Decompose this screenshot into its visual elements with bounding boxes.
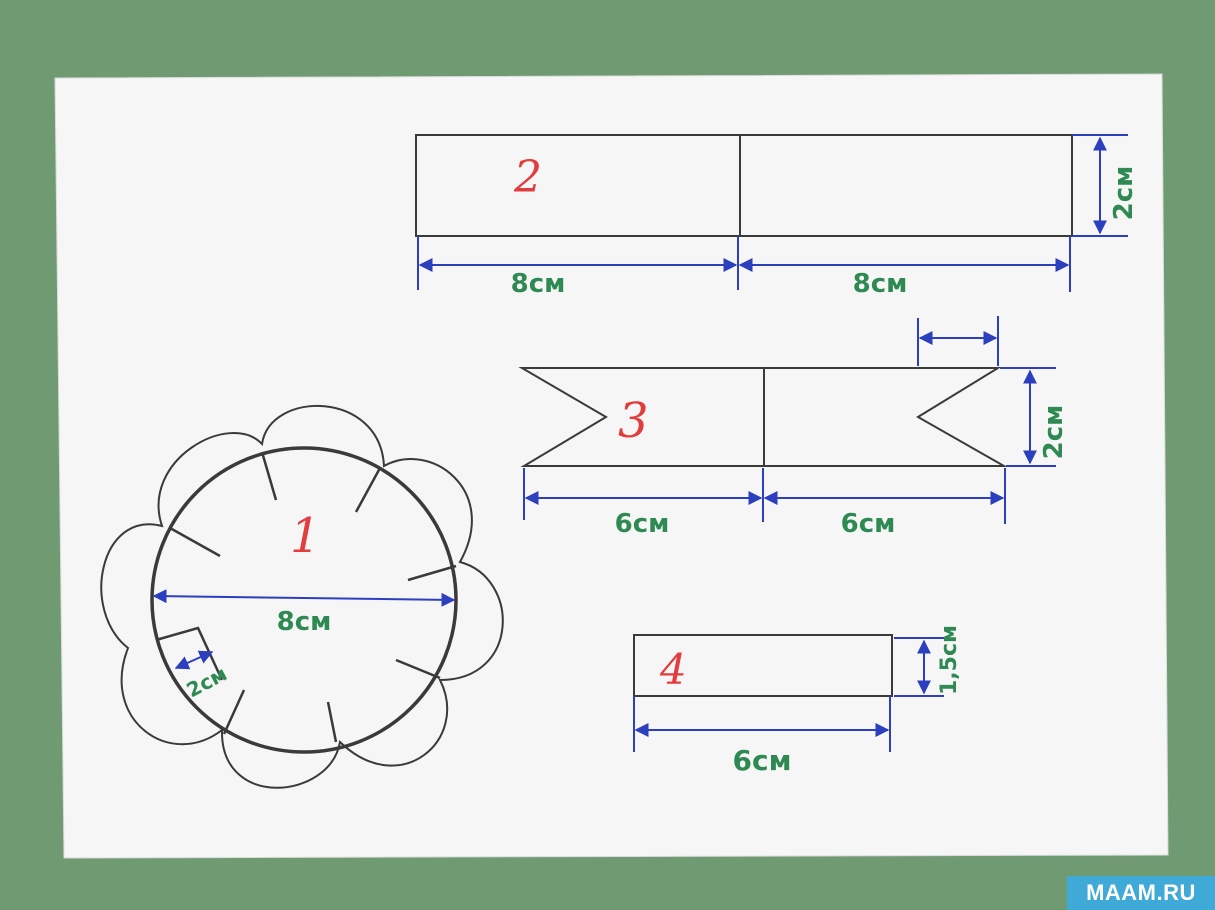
part-2-right-width-label: 8см — [853, 269, 908, 299]
part-1-dimensions — [152, 589, 456, 670]
part-1-petals — [100, 404, 504, 789]
part-2 — [415, 134, 1073, 237]
part-3 — [518, 367, 1008, 467]
part-2-left-width-label: 8см — [511, 269, 566, 299]
part-1-diameter-label: 8см — [277, 607, 332, 637]
part-4-number: 4 — [659, 645, 687, 694]
part-3-dimensions — [523, 316, 1056, 524]
part-4-strip — [633, 634, 893, 697]
part-3-height-label: 2см — [1039, 405, 1069, 460]
part-1-center-circle — [150, 446, 458, 754]
part-2-dimensions — [417, 134, 1128, 292]
part-4-height-label: 1,5см — [937, 625, 962, 695]
part-4-width-label: 6см — [733, 744, 792, 777]
part-1 — [100, 404, 504, 789]
part-2-number: 2 — [513, 152, 542, 203]
part-3-strip — [518, 367, 1008, 467]
part-3-number: 3 — [618, 393, 649, 449]
part-3-right-width-label: 6см — [841, 509, 896, 539]
part-2-height-label: 2см — [1109, 166, 1139, 221]
part-4-dimensions — [633, 637, 944, 752]
part-4 — [633, 634, 893, 697]
part-1-cut-lines — [155, 451, 457, 743]
part-1-number: 1 — [290, 508, 321, 564]
part-1-tab-arrow — [174, 650, 214, 670]
part-3-left-width-label: 6см — [615, 509, 670, 539]
part-2-strip — [415, 134, 1073, 237]
part-1-diameter-arrow — [152, 589, 456, 607]
watermark-logo: MAAM.RU — [1067, 876, 1215, 910]
